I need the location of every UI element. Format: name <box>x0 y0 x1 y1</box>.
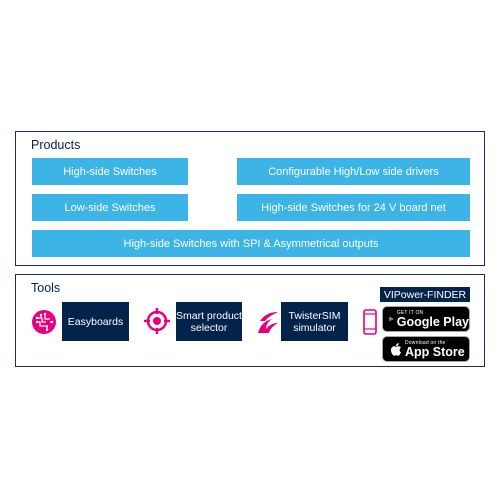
app-store-small-text: Download on the <box>405 339 446 346</box>
google-play-big-text: Google Play <box>396 314 469 329</box>
apple-logo-icon <box>390 342 401 356</box>
high-side-spi-button[interactable]: High-side Switches with SPI & Asymmetric… <box>32 230 470 257</box>
high-side-24v-button[interactable]: High-side Switches for 24 V board net <box>237 194 470 221</box>
smartphone-icon <box>363 309 377 335</box>
google-play-badge[interactable]: GET IT ON Google Play <box>382 306 470 332</box>
circuit-chip-icon[interactable] <box>31 309 57 335</box>
crosshair-target-icon[interactable] <box>143 307 171 335</box>
low-side-switches-button[interactable]: Low-side Switches <box>32 194 188 221</box>
tools-title: Tools <box>31 281 61 295</box>
app-store-big-text: App Store <box>405 344 465 359</box>
smart-selector-label-line2: selector <box>190 321 228 334</box>
products-panel: Products High-side Switches Configurable… <box>15 131 485 266</box>
easyboards-button[interactable]: Easyboards <box>62 302 129 341</box>
configurable-drivers-button[interactable]: Configurable High/Low side drivers <box>237 158 470 185</box>
vipower-finder-label: VIPower-FINDER <box>380 287 470 302</box>
products-title: Products <box>31 138 81 152</box>
twistersim-label-line2: simulator <box>293 321 336 334</box>
twistersim-label-line1: TwisterSIM <box>288 309 341 322</box>
app-store-badge[interactable]: Download on the App Store <box>382 336 470 362</box>
smart-selector-label-line1: Smart product <box>176 309 242 322</box>
play-triangle-icon <box>389 316 394 322</box>
google-play-small-text: GET IT ON <box>396 309 424 316</box>
twister-flame-icon[interactable] <box>256 309 280 335</box>
easyboards-label: Easyboards <box>67 315 124 328</box>
high-side-switches-button[interactable]: High-side Switches <box>32 158 188 185</box>
